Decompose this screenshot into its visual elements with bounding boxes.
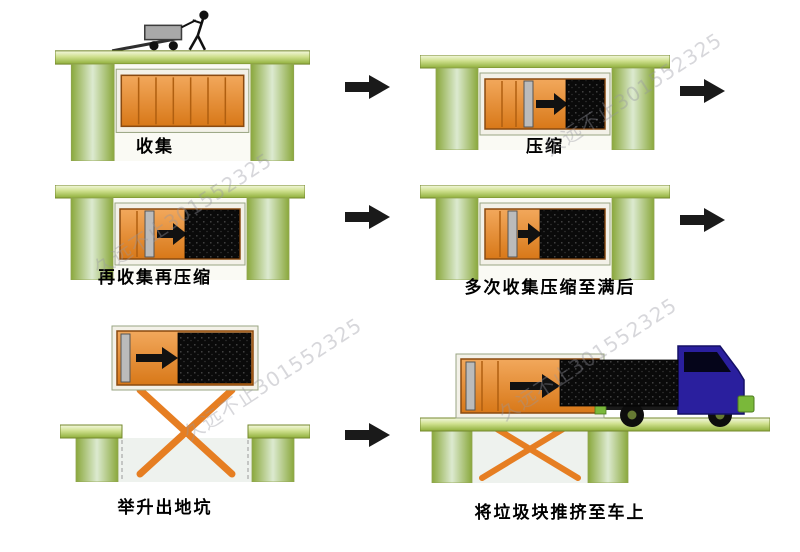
- compactor-container: [479, 72, 611, 136]
- truck-chassis: [602, 404, 714, 410]
- panel-compress: [420, 55, 670, 150]
- flow-arrow-icon: [345, 420, 391, 450]
- flow-arrow-icon: [680, 205, 726, 235]
- push-arrow-icon: [518, 223, 542, 245]
- ram-plate: [507, 210, 518, 258]
- panel-recollect-figure: [55, 185, 305, 280]
- panel-collect-figure: [55, 10, 310, 161]
- push-arrow-icon: [157, 223, 187, 245]
- worker-with-cart: [111, 10, 209, 53]
- panel-compress-figure: [420, 55, 670, 150]
- ground-surface: [55, 50, 310, 65]
- truck-front-bumper: [737, 395, 755, 413]
- panel-lift: [60, 322, 310, 482]
- ground-surface: [420, 55, 670, 69]
- panel-collect: [55, 8, 310, 161]
- ram-plate: [144, 210, 155, 258]
- panel-truck: [420, 318, 770, 483]
- pit-walls: [70, 197, 290, 280]
- step-label-collect: 收集: [136, 137, 174, 157]
- ram-plate: [120, 333, 131, 383]
- flow-arrow-icon: [345, 202, 391, 232]
- truck-window: [684, 352, 731, 372]
- ram-plate: [465, 361, 476, 411]
- flow-arrow-icon: [680, 76, 726, 106]
- pit-walls: [435, 67, 655, 150]
- panel-full: [420, 185, 670, 280]
- panel-truck-figure: [420, 345, 770, 483]
- waste-block-on-truck: [559, 359, 679, 407]
- scissor-lift: [136, 386, 236, 478]
- step-label-full: 多次收集压缩至满后: [464, 278, 636, 298]
- push-arrow-icon: [536, 93, 568, 115]
- pit-walls: [70, 63, 295, 161]
- pit-walls: [75, 437, 295, 482]
- pit-walls: [431, 430, 629, 483]
- ground-surface: [60, 424, 310, 439]
- compactor-container: [479, 202, 611, 266]
- push-arrow-icon: [136, 347, 178, 369]
- pit-walls: [435, 197, 655, 280]
- step-label-lift: 举升出地坑: [117, 498, 213, 518]
- compactor-container-empty: [115, 68, 250, 133]
- waste-block: [539, 209, 605, 259]
- waste-block: [565, 79, 605, 129]
- compactor-container-raised: [111, 325, 259, 391]
- waste-block: [184, 209, 240, 259]
- panel-lift-figure: [60, 325, 310, 482]
- ground-surface: [55, 185, 305, 199]
- flow-arrow-icon: [345, 72, 391, 102]
- push-arrow-icon: [510, 374, 560, 398]
- panel-full-figure: [420, 185, 670, 280]
- step-label-compress: 压缩: [526, 137, 564, 157]
- compactor-container: [114, 202, 246, 266]
- panel-recollect: [55, 185, 305, 280]
- step-label-truck: 将垃圾块推挤至车上: [474, 503, 646, 523]
- ground-surface: [420, 185, 670, 199]
- ram-plate: [523, 80, 534, 128]
- step-label-recollect: 再收集再压缩: [98, 268, 212, 288]
- waste-block: [177, 332, 252, 384]
- truck: [594, 345, 755, 427]
